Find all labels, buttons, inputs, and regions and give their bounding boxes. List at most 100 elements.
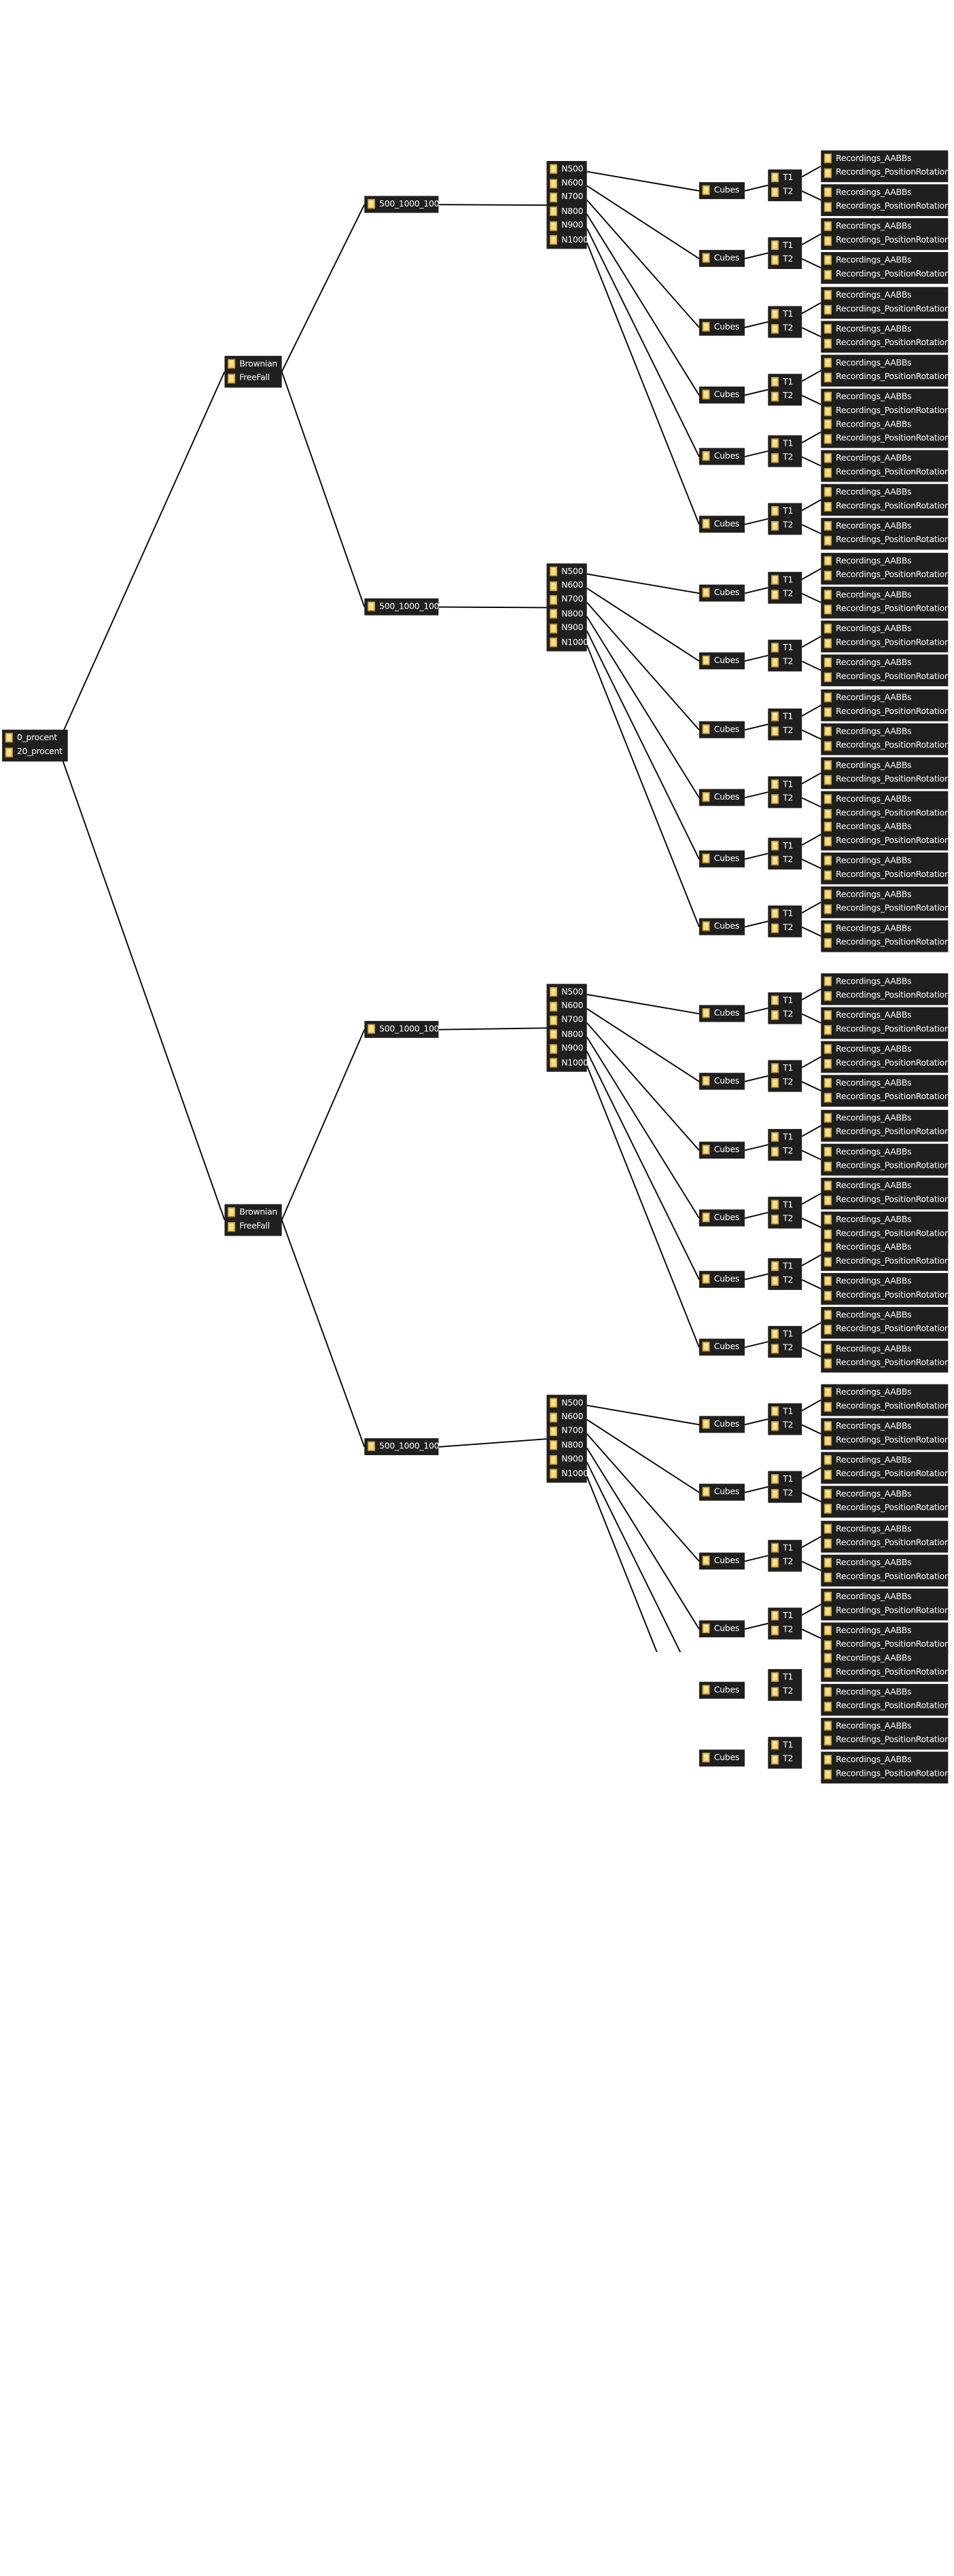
folder-item[interactable]: Recordings_AABBs bbox=[824, 1651, 948, 1665]
folder-item[interactable]: T1 bbox=[771, 171, 802, 185]
folder-item[interactable]: T2 bbox=[771, 389, 802, 404]
folder-item[interactable]: T1 bbox=[771, 1061, 802, 1075]
folder-item[interactable]: N500 bbox=[550, 565, 587, 579]
folder-item[interactable]: T1 bbox=[771, 993, 802, 1007]
folder-item[interactable]: Recordings_PositionRotation bbox=[824, 670, 948, 684]
folder-item[interactable]: Recordings_AABBs bbox=[824, 390, 948, 404]
folder-item[interactable]: 500_1000_100 bbox=[367, 1022, 438, 1036]
folder-item[interactable]: Recordings_AABBs bbox=[824, 151, 948, 166]
folder-item[interactable]: T1 bbox=[771, 1404, 802, 1418]
folder-item[interactable]: Recordings_PositionRotation bbox=[824, 234, 948, 248]
folder-item[interactable]: Recordings_PositionRotation bbox=[824, 533, 948, 548]
folder-item[interactable]: N900 bbox=[550, 219, 587, 233]
folder-item[interactable]: Recordings_AABBs bbox=[824, 656, 948, 670]
folder-item[interactable]: Cubes bbox=[702, 1340, 745, 1354]
folder-item[interactable]: T2 bbox=[771, 1752, 802, 1766]
folder-item[interactable]: N900 bbox=[550, 1452, 587, 1467]
folder-item[interactable]: N700 bbox=[550, 593, 587, 607]
folder-item[interactable]: Cubes bbox=[702, 1417, 745, 1431]
folder-item[interactable]: Recordings_AABBs bbox=[824, 1308, 948, 1322]
folder-item[interactable]: T2 bbox=[771, 1486, 802, 1501]
folder-item[interactable]: Recordings_PositionRotation bbox=[824, 1288, 948, 1302]
folder-item[interactable]: T2 bbox=[771, 791, 802, 806]
folder-item[interactable]: T1 bbox=[771, 1259, 802, 1274]
folder-item[interactable]: Brownian bbox=[228, 357, 282, 371]
folder-item[interactable]: Recordings_AABBs bbox=[824, 1719, 948, 1733]
folder-item[interactable]: N600 bbox=[550, 999, 587, 1014]
folder-item[interactable]: N800 bbox=[550, 1438, 587, 1452]
folder-item[interactable]: Recordings_PositionRotation bbox=[824, 568, 948, 582]
folder-item[interactable]: T1 bbox=[771, 710, 802, 724]
folder-item[interactable]: T2 bbox=[771, 1144, 802, 1158]
folder-item[interactable]: Recordings_AABBs bbox=[824, 974, 948, 988]
folder-item[interactable]: T2 bbox=[771, 321, 802, 336]
folder-item[interactable]: Recordings_AABBs bbox=[824, 1008, 948, 1022]
folder-item[interactable]: T2 bbox=[771, 587, 802, 601]
folder-item[interactable]: T2 bbox=[771, 1075, 802, 1090]
folder-item[interactable]: N900 bbox=[550, 621, 587, 635]
folder-item[interactable]: Cubes bbox=[702, 1272, 745, 1286]
folder-item[interactable]: 0_procent bbox=[5, 731, 68, 745]
folder-item[interactable]: Recordings_PositionRotation bbox=[824, 1356, 948, 1370]
folder-item[interactable]: 500_1000_100 bbox=[367, 1439, 438, 1454]
folder-item[interactable]: N1000 bbox=[550, 1056, 587, 1070]
folder-item[interactable]: T2 bbox=[771, 253, 802, 267]
folder-item[interactable]: FreeFall bbox=[228, 1219, 282, 1234]
folder-item[interactable]: T1 bbox=[771, 1327, 802, 1341]
folder-item[interactable]: Recordings_PositionRotation bbox=[824, 1399, 948, 1414]
folder-item[interactable]: Recordings_PositionRotation bbox=[824, 602, 948, 616]
folder-item[interactable]: T1 bbox=[771, 573, 802, 587]
folder-item[interactable]: Recordings_AABBs bbox=[824, 1145, 948, 1159]
folder-item[interactable]: Cubes bbox=[702, 183, 745, 198]
folder-item[interactable]: 20_procent bbox=[5, 745, 68, 759]
folder-item[interactable]: Recordings_PositionRotation bbox=[824, 1125, 948, 1139]
folder-item[interactable]: Recordings_AABBs bbox=[824, 1590, 948, 1604]
folder-item[interactable]: Recordings_AABBs bbox=[824, 288, 948, 302]
folder-item[interactable]: T1 bbox=[771, 641, 802, 655]
folder-item[interactable]: T2 bbox=[771, 1418, 802, 1433]
folder-item[interactable]: T1 bbox=[771, 1130, 802, 1144]
folder-item[interactable]: T2 bbox=[771, 655, 802, 669]
folder-item[interactable]: Recordings_AABBs bbox=[824, 792, 948, 806]
folder-item[interactable]: N500 bbox=[550, 1396, 587, 1410]
folder-item[interactable]: T1 bbox=[771, 504, 802, 518]
folder-item[interactable]: Cubes bbox=[702, 1143, 745, 1157]
folder-item[interactable]: Recordings_AABBs bbox=[824, 219, 948, 234]
folder-item[interactable]: Cubes bbox=[702, 851, 745, 865]
folder-item[interactable]: T2 bbox=[771, 853, 802, 867]
folder-item[interactable]: Recordings_PositionRotation bbox=[824, 1467, 948, 1482]
folder-item[interactable]: T2 bbox=[771, 450, 802, 465]
folder-item[interactable]: Recordings_PositionRotation bbox=[824, 1699, 948, 1713]
folder-item[interactable]: Cubes bbox=[702, 1074, 745, 1088]
folder-item[interactable]: Recordings_PositionRotation bbox=[824, 1193, 948, 1207]
folder-item[interactable]: Recordings_AABBs bbox=[824, 1753, 948, 1767]
folder-item[interactable]: T1 bbox=[771, 907, 802, 921]
folder-item[interactable]: N700 bbox=[550, 190, 587, 204]
folder-item[interactable]: T2 bbox=[771, 1007, 802, 1022]
folder-item[interactable]: Recordings_AABBs bbox=[824, 1274, 948, 1288]
folder-item[interactable]: T1 bbox=[771, 238, 802, 253]
folder-item[interactable]: Cubes bbox=[702, 1683, 745, 1697]
folder-item[interactable]: Recordings_PositionRotation bbox=[824, 636, 948, 650]
folder-item[interactable]: Recordings_PositionRotation bbox=[824, 1322, 948, 1336]
folder-item[interactable]: N800 bbox=[550, 204, 587, 219]
folder-item[interactable]: T2 bbox=[771, 185, 802, 199]
folder-item[interactable]: Recordings_PositionRotation bbox=[824, 1022, 948, 1037]
folder-item[interactable]: Recordings_PositionRotation bbox=[824, 465, 948, 480]
folder-item[interactable]: T2 bbox=[771, 1212, 802, 1226]
folder-item[interactable]: Recordings_AABBs bbox=[824, 1419, 948, 1433]
folder-item[interactable]: Recordings_AABBs bbox=[824, 724, 948, 738]
folder-item[interactable]: Recordings_AABBs bbox=[824, 887, 948, 901]
folder-item[interactable]: Recordings_AABBs bbox=[824, 1179, 948, 1193]
folder-item[interactable]: 500_1000_100 bbox=[367, 197, 438, 211]
folder-item[interactable]: Recordings_PositionRotation bbox=[824, 431, 948, 446]
folder-item[interactable]: Recordings_PositionRotation bbox=[824, 1159, 948, 1173]
folder-item[interactable]: T2 bbox=[771, 518, 802, 533]
folder-item[interactable]: N800 bbox=[550, 1027, 587, 1041]
folder-item[interactable]: Recordings_PositionRotation bbox=[824, 1665, 948, 1679]
folder-item[interactable]: T2 bbox=[771, 1684, 802, 1698]
folder-item[interactable]: Recordings_AABBs bbox=[824, 588, 948, 602]
folder-item[interactable]: Cubes bbox=[702, 654, 745, 668]
folder-item[interactable]: Cubes bbox=[702, 790, 745, 804]
folder-item[interactable]: Recordings_AABBs bbox=[824, 485, 948, 499]
